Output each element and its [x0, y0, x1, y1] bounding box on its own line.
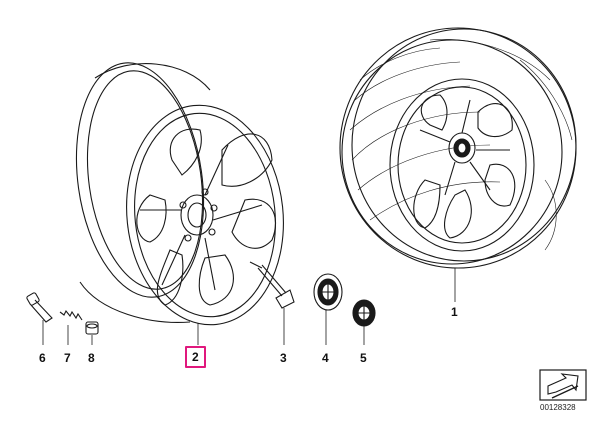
callout-7[interactable]: 7: [64, 351, 71, 365]
emblem[interactable]: [352, 299, 376, 327]
catalog-number: 00128328: [540, 403, 576, 412]
callout-6[interactable]: 6: [39, 351, 46, 365]
alloy-rim[interactable]: [62, 55, 294, 333]
tyre-valve[interactable]: [26, 292, 53, 323]
wheel-bolt[interactable]: [249, 261, 295, 309]
callout-1[interactable]: 1: [451, 305, 458, 319]
valve-core[interactable]: [59, 309, 83, 321]
complete-wheel-with-tyre[interactable]: [339, 27, 577, 269]
callout-3[interactable]: 3: [280, 351, 287, 365]
hub-cap[interactable]: [313, 273, 343, 311]
next-page-arrow-icon[interactable]: [539, 369, 587, 401]
callout-5[interactable]: 5: [360, 351, 367, 365]
valve-cap[interactable]: [85, 321, 99, 335]
callout-8[interactable]: 8: [88, 351, 95, 365]
callout-2-highlighted[interactable]: 2: [185, 346, 206, 368]
callout-4[interactable]: 4: [322, 351, 329, 365]
